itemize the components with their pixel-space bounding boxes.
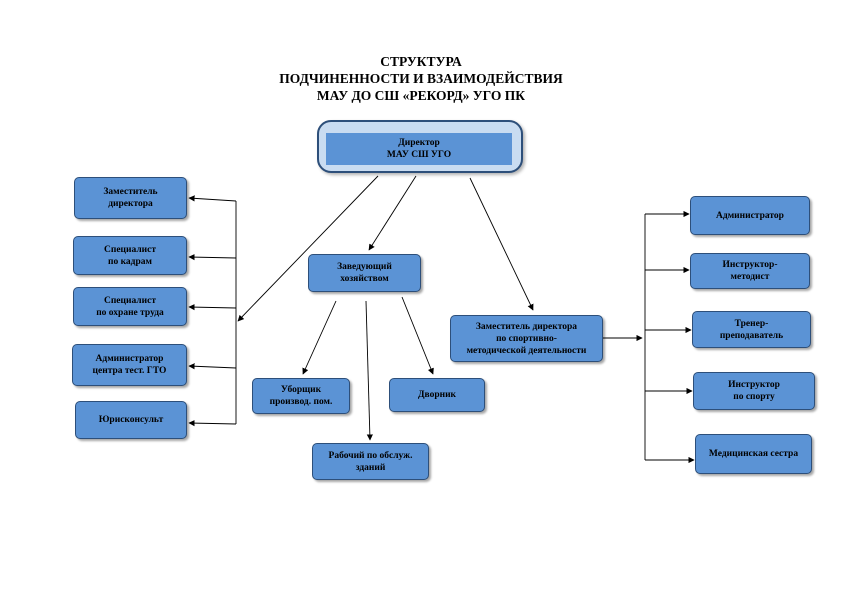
maintenance-worker-node: Рабочий по обслуж. зданий <box>312 443 429 480</box>
household-head-node: Заведующий хозяйством <box>308 254 421 292</box>
arrow-director-to-left-bus <box>237 175 379 322</box>
arrow-to-cleaner <box>302 300 337 375</box>
director-label: Директор МАУ СШ УГО <box>326 133 512 165</box>
instructor-methodist-node: Инструктор- методист <box>690 253 810 289</box>
janitor-node: Дворник <box>389 378 485 412</box>
safety-specialist-node: Специалист по охране труда <box>73 287 187 326</box>
arrow-to-janitor <box>401 296 434 375</box>
hr-specialist-node: Специалист по кадрам <box>73 236 187 275</box>
arrow-to-safety-specialist <box>188 303 237 311</box>
coach-node: Тренер- преподаватель <box>692 311 811 348</box>
arrow-to-legal-adviser <box>188 419 237 427</box>
nurse-node: Медицинская сестра <box>695 434 812 474</box>
arrow-to-deputy-director <box>188 195 237 202</box>
arrow-director-to-household-head <box>368 175 417 251</box>
arrow-director-to-sports-deputy <box>469 177 534 311</box>
administrator-node: Администратор <box>690 196 810 235</box>
arrow-to-maintenance-worker <box>365 300 373 441</box>
gto-admin-node: Администратор центра тест. ГТО <box>72 344 187 386</box>
chart-title-line-2: ПОДЧИНЕННОСТИ И ВЗАИМОДЕЙСТВИЯ <box>279 71 563 86</box>
sports-deputy-node: Заместитель директора по спортивно- мето… <box>450 315 603 362</box>
legal-adviser-node: Юрисконсульт <box>75 401 187 439</box>
sports-instructor-node: Инструктор по спорту <box>693 372 815 410</box>
chart-title-line-3: МАУ ДО СШ «РЕКОРД» УГО ПК <box>316 88 526 103</box>
chart-title-line-1: СТРУКТУРА <box>380 54 462 69</box>
deputy-director-node: Заместитель директора <box>74 177 187 219</box>
cleaner-node: Уборщик производ. пом. <box>252 378 350 414</box>
arrow-to-gto-admin <box>188 363 237 370</box>
arrow-to-hr-specialist <box>188 253 237 261</box>
